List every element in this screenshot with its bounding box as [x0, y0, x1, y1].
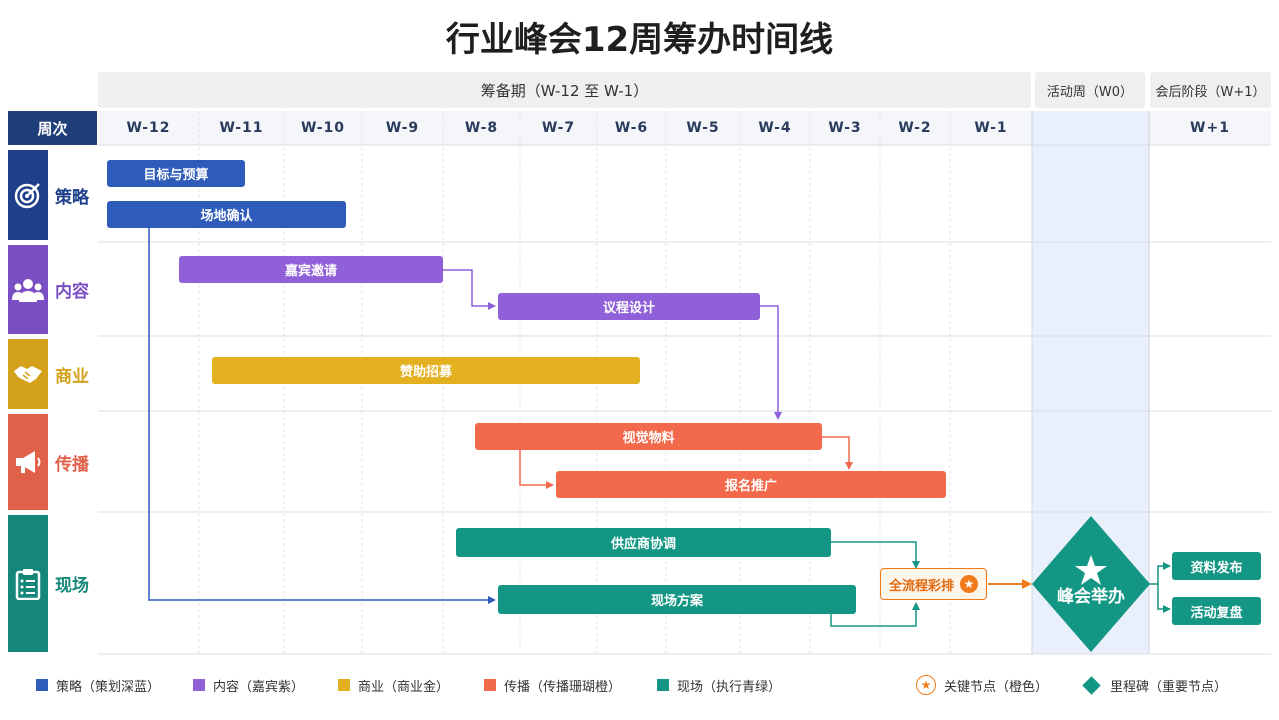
clipboard-icon	[8, 515, 48, 652]
post-node-publish[interactable]: 资料发布	[1172, 552, 1261, 580]
task-bar-onsite-plan[interactable]: 现场方案	[498, 585, 856, 614]
task-bar-visual-materials[interactable]: 视觉物料	[475, 423, 822, 450]
key-node-label: 全流程彩排	[888, 578, 954, 594]
task-bar-guest-invite[interactable]: 嘉宾邀请	[179, 256, 443, 283]
category-onsite-label: 现场	[55, 576, 89, 596]
week-header-cell: W-5	[686, 120, 720, 136]
legend-label: 内容（嘉宾紫）	[213, 679, 305, 695]
arrow-supplier-to-rehearsal	[831, 541, 920, 569]
post-node-review[interactable]: 活动复盘	[1172, 597, 1261, 625]
week-header-cell: W-12	[126, 120, 171, 136]
legend-label: 关键节点（橙色）	[944, 679, 1049, 695]
phase-prep-header: 筹备期（W-12 至 W-1）	[98, 72, 1031, 108]
legend-swatch	[484, 679, 496, 691]
category-strategy-label: 策略	[55, 187, 89, 208]
megaphone-icon	[8, 414, 48, 510]
legend-milestone: 里程碑（重要节点）	[1082, 674, 1228, 696]
key-node-rehearsal[interactable]: 全流程彩排 ★	[880, 568, 987, 600]
legend-swatch	[338, 679, 350, 691]
legend-label: 商业（商业金）	[358, 679, 450, 695]
task-bar-goals-budget[interactable]: 目标与预算	[107, 160, 245, 187]
category-content-label: 内容	[55, 282, 89, 302]
legend-label: 里程碑（重要节点）	[1110, 679, 1228, 695]
legend-key-node: ★ 关键节点（橙色）	[916, 674, 1048, 696]
legend-swatch	[36, 679, 48, 691]
phase-event-header: 活动周（W0）	[1035, 72, 1145, 108]
week-header-cell: W-3	[828, 120, 862, 136]
arrow-guest-to-agenda	[443, 269, 496, 310]
week-header-cell: W-11	[219, 120, 264, 136]
arrow-visual-to-signup-right	[822, 436, 853, 470]
task-bar-registration-promo[interactable]: 报名推广	[556, 471, 946, 498]
milestone-label: 峰会举办	[1057, 586, 1125, 607]
legend-onsite: 现场（执行青绿）	[657, 674, 781, 696]
legend-label: 传播（传播珊瑚橙）	[504, 679, 622, 695]
star-icon: ★	[960, 575, 978, 593]
legend-strategy: 策略（策划深蓝）	[36, 674, 160, 696]
legend-swatch	[193, 679, 205, 691]
star-icon	[1075, 555, 1107, 585]
people-icon	[8, 245, 48, 334]
legend-business: 商业（商业金）	[338, 674, 449, 696]
star-icon: ★	[916, 675, 936, 695]
legend-promotion: 传播（传播珊瑚橙）	[484, 674, 621, 696]
week-header-cell: W+1	[1190, 120, 1230, 136]
legend-swatch	[657, 679, 669, 691]
page-title: 行业峰会12周筹办时间线	[445, 20, 834, 60]
task-bar-venue[interactable]: 场地确认	[107, 201, 346, 228]
arrow-plan-to-rehearsal	[830, 602, 920, 627]
task-bar-supplier-coordination[interactable]: 供应商协调	[456, 528, 831, 557]
target-icon	[8, 150, 48, 240]
handshake-icon	[8, 339, 48, 409]
week-header-cell: W-8	[464, 120, 499, 136]
arrow-venue-to-plan	[148, 228, 496, 604]
legend-label: 策略（策划深蓝）	[56, 679, 161, 695]
week-header-cell: W-2	[898, 120, 932, 136]
arrow-summit-to-review	[1157, 584, 1171, 613]
legend-label: 现场（执行青绿）	[677, 679, 782, 695]
category-promotion-label: 传播	[55, 454, 89, 475]
diamond-icon	[1082, 675, 1101, 695]
task-bar-agenda[interactable]: 议程设计	[498, 293, 760, 320]
arrow-summit-to-publish	[1148, 562, 1171, 585]
week-header-label: 周次	[8, 111, 97, 145]
arrow-visual-to-signup-left	[519, 450, 554, 489]
week-header-cell: W-10	[300, 120, 346, 136]
task-bar-sponsorship[interactable]: 赞助招募	[212, 357, 640, 384]
category-business-label: 商业	[55, 366, 89, 387]
week-header-cell: W-1	[974, 120, 1008, 136]
week-header-cell: W-6	[614, 120, 649, 136]
week-header-cell: W-9	[385, 120, 420, 136]
phase-post-header: 会后阶段（W+1）	[1150, 72, 1271, 108]
week-header-cell: W-4	[758, 120, 792, 136]
arrow-agenda-to-visual	[760, 305, 782, 420]
legend-content: 内容（嘉宾紫）	[193, 674, 304, 696]
milestone-diamond[interactable]	[1030, 514, 1152, 654]
week-header-cell: W-7	[541, 120, 576, 136]
